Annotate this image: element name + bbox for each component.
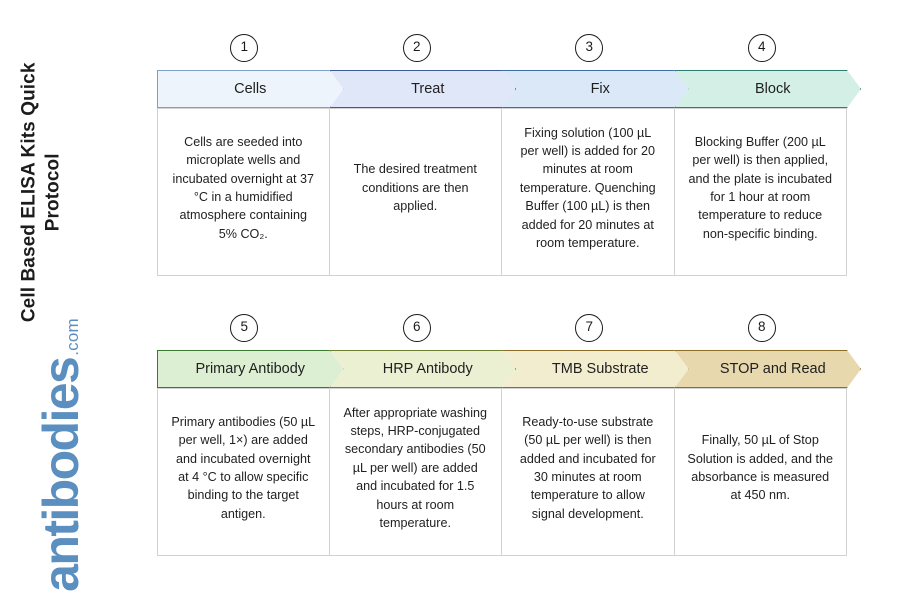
- step-number-8: 8: [747, 314, 776, 342]
- step-description-7: Ready-to-use substrate (50 µL per well) …: [519, 414, 656, 521]
- card-band-1: Cells are seeded into microplate wells a…: [157, 108, 847, 276]
- step-description-6: After appropriate washing steps, HRP-con…: [343, 405, 487, 530]
- step-card-2: The desired treatment conditions are the…: [329, 108, 502, 276]
- step-number-6: 6: [402, 314, 431, 342]
- chevron-band-2: Primary Antibody HRP Antibody TMB Substrat…: [157, 350, 861, 388]
- step-number-4: 4: [747, 34, 776, 62]
- step-chevron-6[interactable]: HRP Antibody: [329, 350, 516, 388]
- step-number-7: 7: [575, 314, 604, 342]
- step-number-band-1: 1 2 3 4: [157, 34, 847, 66]
- brand-name: antibodies: [33, 357, 89, 592]
- step-chevron-3[interactable]: Fix: [502, 70, 689, 108]
- step-description-1: Cells are seeded into microplate wells a…: [172, 134, 314, 241]
- step-card-7: Ready-to-use substrate (50 µL per well) …: [502, 388, 675, 556]
- step-number-5: 5: [230, 314, 259, 342]
- step-label-1: Cells: [234, 81, 267, 97]
- step-card-1: Cells are seeded into microplate wells a…: [157, 108, 330, 276]
- page-title: Cell Based ELISA Kits Quick Protocol: [18, 62, 64, 323]
- step-description-4: Blocking Buffer (200 µL per well) is the…: [688, 134, 833, 241]
- step-description-5: Primary antibodies (50 µL per well, 1×) …: [171, 414, 316, 521]
- step-label-8: STOP and Read: [719, 361, 826, 377]
- step-label-3: Fix: [590, 81, 610, 97]
- brand-tld: .com: [63, 318, 82, 356]
- step-card-3: Fixing solution (100 µL per well) is add…: [502, 108, 675, 276]
- step-number-3: 3: [575, 34, 604, 62]
- step-label-4: Block: [755, 81, 791, 97]
- step-label-2: Treat: [411, 81, 445, 97]
- step-number-1: 1: [230, 34, 259, 62]
- left-rail: Cell Based ELISA Kits Quick Protocol ant…: [0, 0, 155, 594]
- step-chevron-7[interactable]: TMB Substrate: [502, 350, 689, 388]
- step-description-2: The desired treatment conditions are the…: [353, 162, 477, 214]
- step-number-2: 2: [402, 34, 431, 62]
- step-number-band-2: 5 6 7 8: [157, 314, 847, 346]
- step-chevron-8[interactable]: STOP and Read: [674, 350, 861, 388]
- chevron-band-1: Cells Treat Fix Block: [157, 70, 861, 108]
- step-chevron-2[interactable]: Treat: [329, 70, 516, 108]
- step-card-8: Finally, 50 µL of Stop Solution is added…: [674, 388, 847, 556]
- step-card-5: Primary antibodies (50 µL per well, 1×) …: [157, 388, 330, 556]
- protocol-row-1: 1 2 3 4 Cells Treat Fix Block Cells are seeded…: [157, 34, 861, 276]
- step-card-4: Blocking Buffer (200 µL per well) is the…: [674, 108, 847, 276]
- protocol-row-2: 5 6 7 8 Primary Antibody HRP Antibody TMB Sub…: [157, 314, 861, 556]
- step-label-6: HRP Antibody: [382, 361, 473, 377]
- step-description-3: Fixing solution (100 µL per well) is add…: [519, 125, 656, 250]
- step-chevron-4[interactable]: Block: [674, 70, 861, 108]
- card-band-2: Primary antibodies (50 µL per well, 1×) …: [157, 388, 847, 556]
- step-card-6: After appropriate washing steps, HRP-con…: [329, 388, 502, 556]
- brand-logo: antibodies.com: [33, 318, 89, 592]
- step-description-8: Finally, 50 µL of Stop Solution is added…: [687, 433, 834, 503]
- step-label-7: TMB Substrate: [551, 361, 649, 377]
- step-chevron-5[interactable]: Primary Antibody: [157, 350, 344, 388]
- step-label-5: Primary Antibody: [195, 361, 306, 377]
- step-chevron-1[interactable]: Cells: [157, 70, 344, 108]
